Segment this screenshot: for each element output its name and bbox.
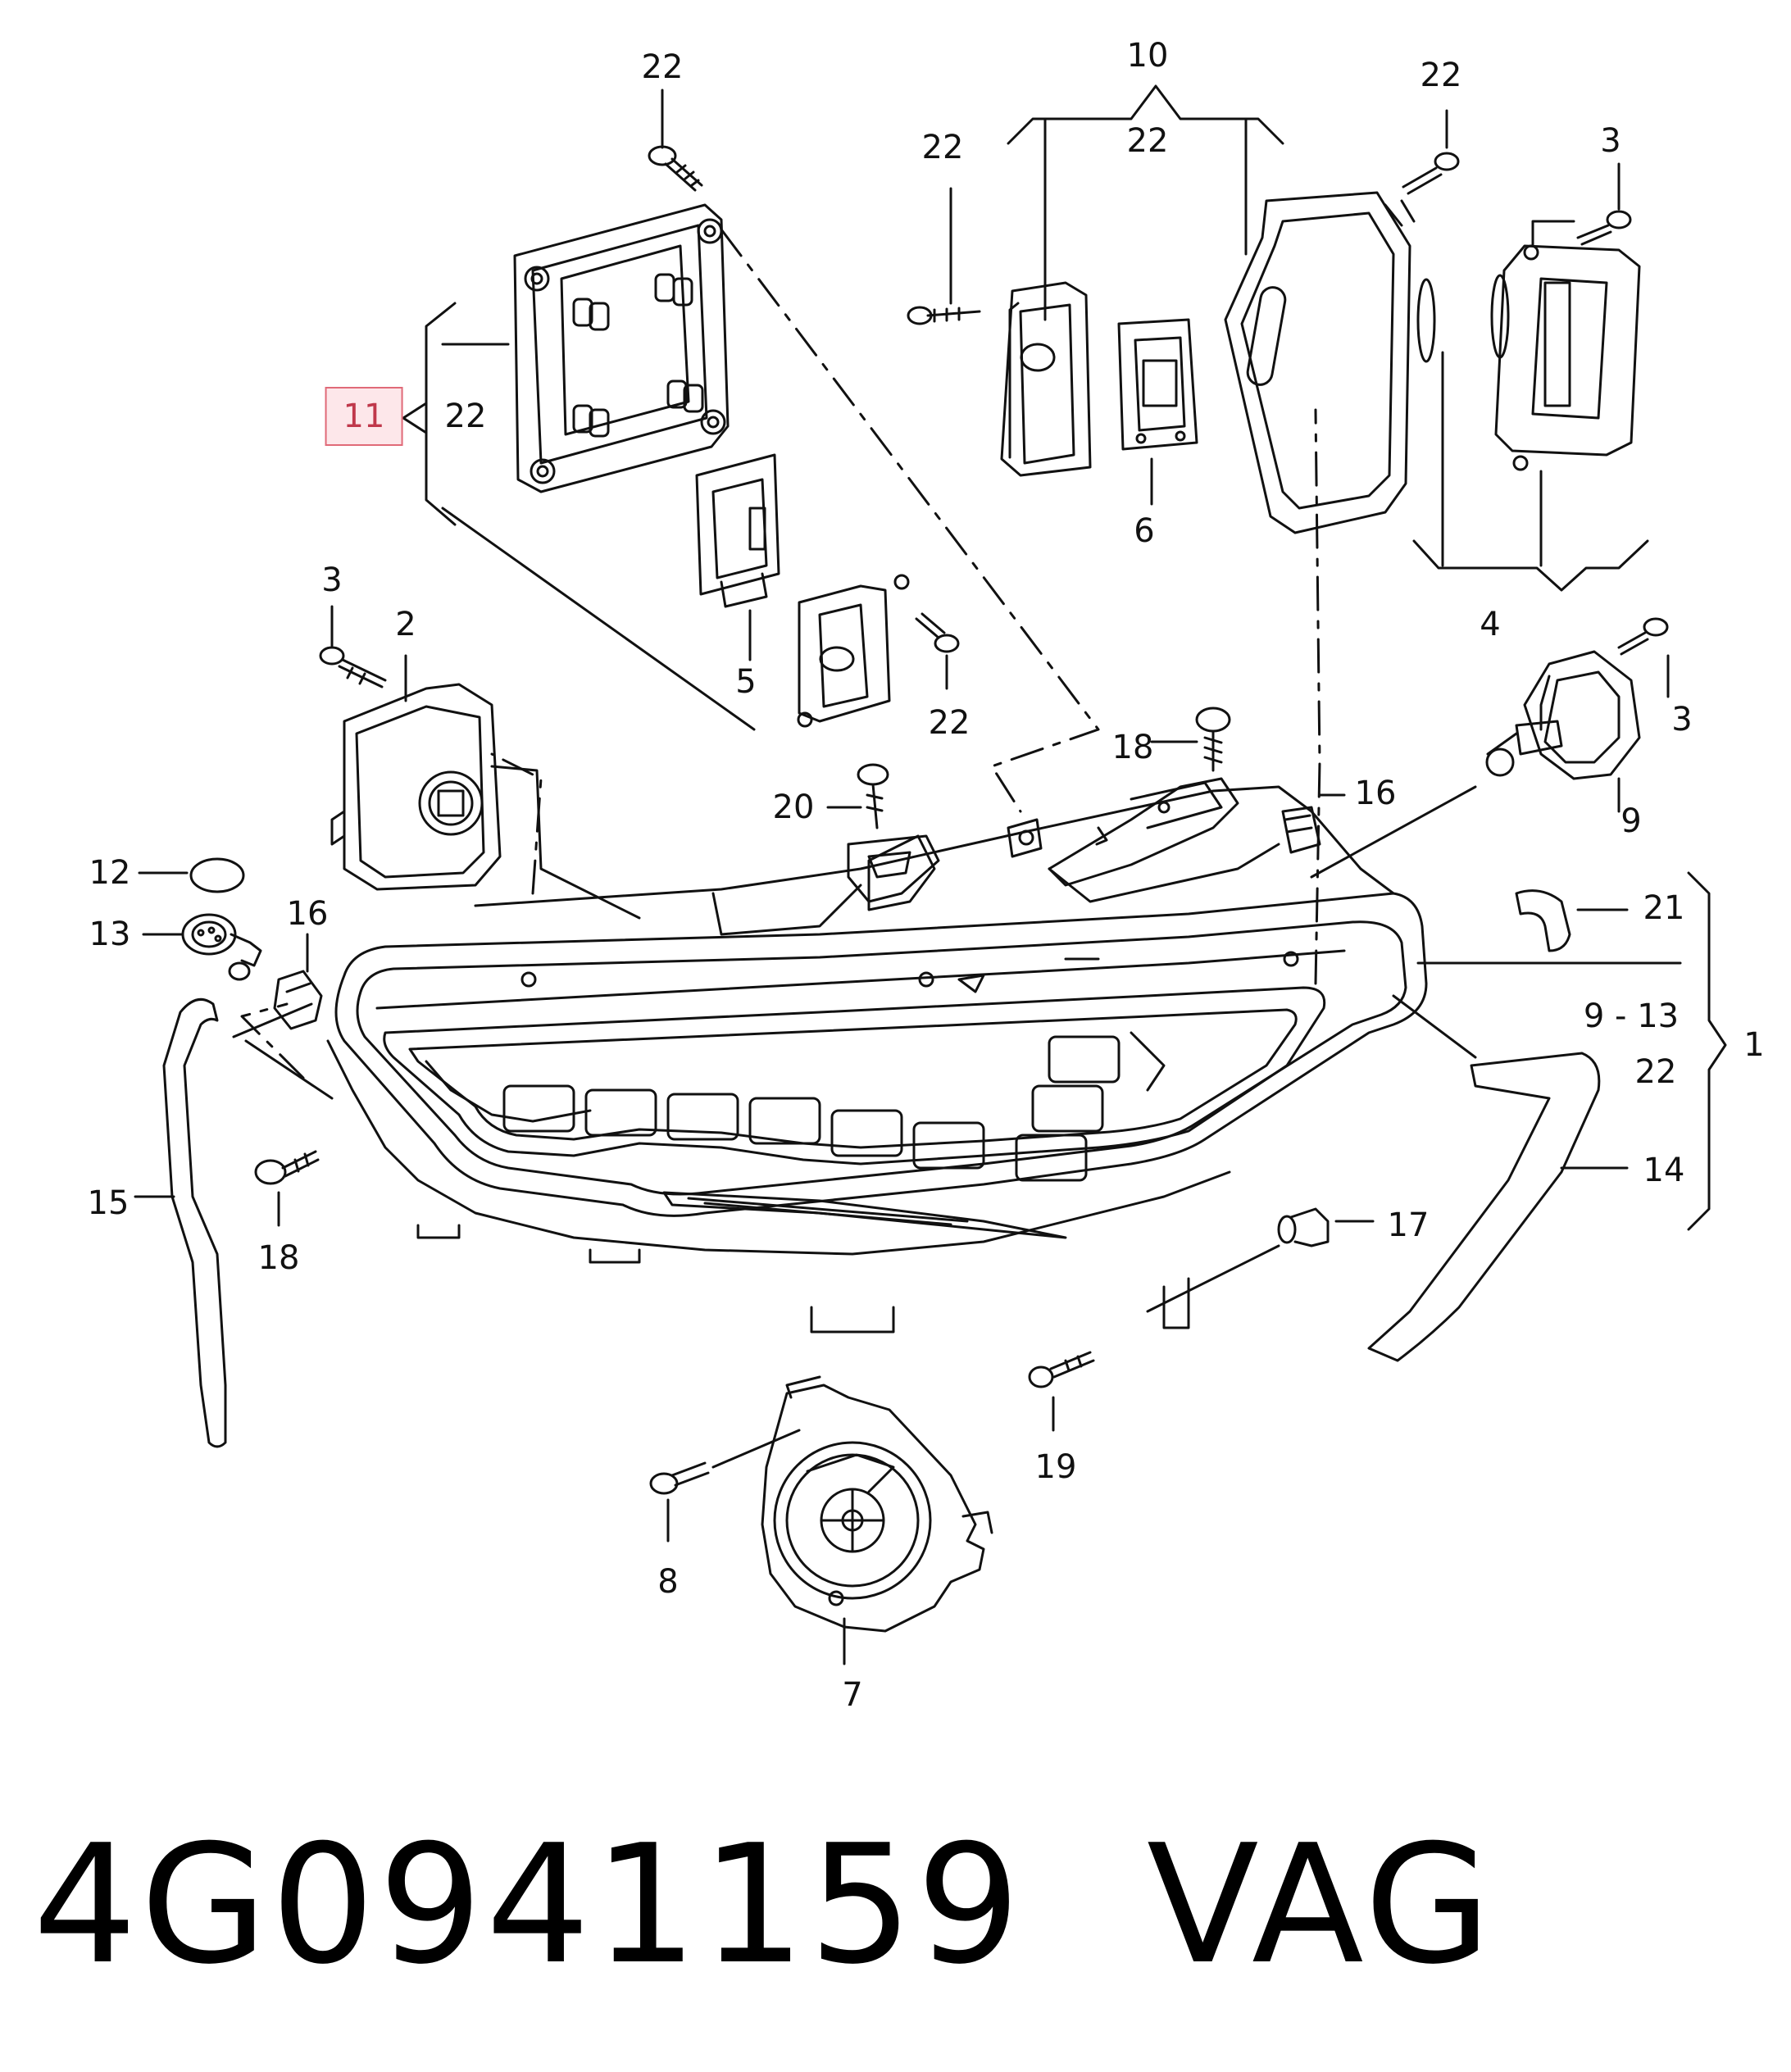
- elbow-21: [1516, 891, 1570, 951]
- guide-lines-dashed: [242, 229, 1320, 1078]
- callout-9: 9: [1621, 802, 1642, 840]
- module-6: [1119, 320, 1197, 504]
- bracket-20: [848, 836, 939, 902]
- screw-3-top: [1578, 211, 1630, 244]
- part-number: 4G0941159: [33, 1810, 1024, 2001]
- callout-3-left: 3: [321, 561, 343, 599]
- callout-18-left: 18: [257, 1239, 300, 1277]
- plug-module-22: [798, 575, 908, 726]
- screw-18-top: [1197, 708, 1230, 770]
- connector-cap-13: [183, 915, 261, 979]
- screw-22-top: [649, 147, 702, 190]
- callout-16-left: 16: [286, 895, 329, 933]
- screw-22-right-top: [1403, 153, 1458, 193]
- callout-5: 5: [735, 663, 757, 701]
- callout-15: 15: [87, 1184, 130, 1222]
- callout-16-top: 16: [1354, 775, 1397, 812]
- bracket-4: [1414, 352, 1648, 590]
- callout-8: 8: [657, 1563, 679, 1601]
- screw-20: [858, 765, 888, 828]
- screw-19: [1030, 1352, 1093, 1387]
- callout-22-mid: 22: [928, 704, 971, 742]
- callout-9-13: 9 - 13: [1583, 997, 1680, 1035]
- seal-ring-12: [191, 859, 243, 892]
- callout-14: 14: [1643, 1152, 1685, 1189]
- housing-frame-10: [1225, 193, 1414, 533]
- ballast-module-4: [1418, 221, 1639, 470]
- callout-7: 7: [842, 1676, 863, 1714]
- guide-line-2: [492, 766, 639, 918]
- callout-12: 12: [89, 854, 131, 892]
- control-module-frame: [515, 205, 728, 492]
- screw-3-left: [320, 648, 385, 687]
- clip-17: [1279, 1209, 1328, 1246]
- screw-3-right: [1619, 619, 1667, 654]
- seal-strip-14: [1369, 996, 1599, 1361]
- screw-22-mid: [916, 614, 958, 652]
- callout-17: 17: [1387, 1206, 1430, 1244]
- callout-22-right-top: 22: [1420, 57, 1462, 94]
- cover-unit-7: [762, 1377, 992, 1631]
- bracket-1: [1418, 873, 1725, 1229]
- screw-8: [651, 1463, 708, 1493]
- screw-18-left: [256, 1152, 318, 1184]
- brand-name: VAG: [1146, 1810, 1495, 2001]
- clip-16-top: [1283, 807, 1320, 852]
- callout-22-bracket-10: 22: [1126, 122, 1169, 160]
- callout-6: 6: [1134, 512, 1155, 550]
- callout-18-top: 18: [1111, 729, 1154, 766]
- callout-22-bracket-1: 22: [1634, 1053, 1677, 1091]
- callout-19: 19: [1034, 1448, 1077, 1486]
- callout-22-part-11: 22: [444, 398, 487, 435]
- callout-1: 1: [1743, 1026, 1765, 1064]
- callout-13: 13: [89, 916, 131, 953]
- callout-21: 21: [1643, 889, 1685, 927]
- bracket-11: [403, 303, 754, 729]
- callout-22-top: 22: [641, 48, 684, 86]
- screw-22-left10: [908, 307, 980, 324]
- igniter-module-left: [1002, 283, 1090, 475]
- callout-3-right: 3: [1671, 701, 1693, 738]
- module-5: [697, 455, 779, 660]
- vent-hose-15: [164, 999, 225, 1447]
- callout-3-top: 3: [1600, 122, 1621, 160]
- headlight-housing: [328, 783, 1426, 1332]
- motor-unit-9: [1487, 652, 1639, 779]
- callout-11-highlighted[interactable]: 11: [325, 387, 403, 446]
- ballast-module-2: [332, 656, 500, 889]
- clip-16-left: [275, 971, 321, 1029]
- callout-22-left-10: 22: [921, 129, 964, 166]
- callout-20: 20: [772, 788, 815, 826]
- callout-10: 10: [1126, 37, 1169, 75]
- callout-4: 4: [1480, 606, 1501, 643]
- callout-2: 2: [395, 606, 416, 643]
- bracket-part: [1049, 779, 1238, 885]
